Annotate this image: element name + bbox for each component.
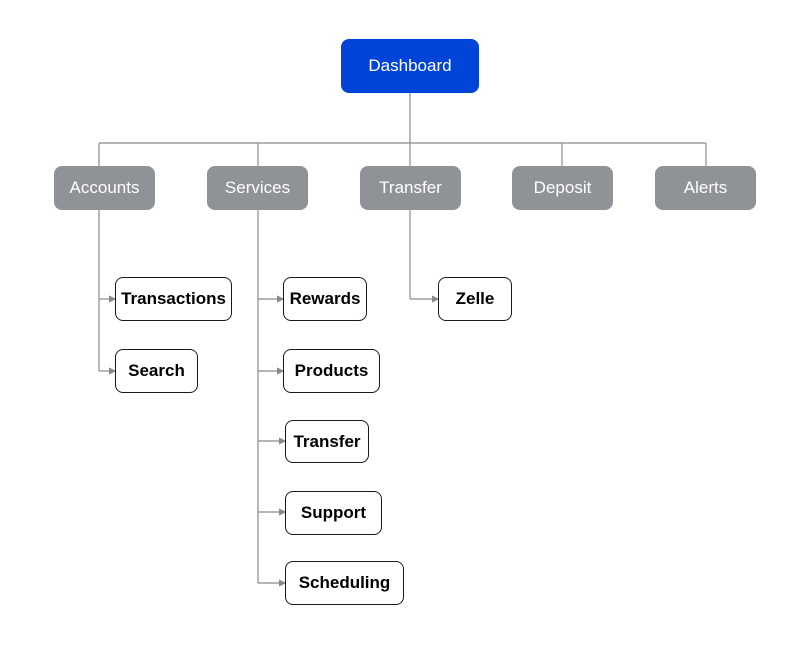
node-scheduling[interactable]: Scheduling	[285, 561, 404, 605]
node-zelle-label: Zelle	[455, 289, 495, 308]
node-services-label: Services	[224, 178, 291, 197]
node-support-label: Support	[300, 503, 367, 522]
node-alerts[interactable]: Alerts	[655, 166, 756, 210]
node-transactions-label: Transactions	[121, 289, 226, 308]
node-transfer[interactable]: Transfer	[360, 166, 461, 210]
node-rewards-label: Rewards	[289, 289, 361, 308]
node-support[interactable]: Support	[285, 491, 382, 535]
node-search-label: Search	[128, 361, 185, 380]
node-products-label: Products	[294, 361, 369, 380]
node-search[interactable]: Search	[115, 349, 198, 393]
node-services[interactable]: Services	[207, 166, 308, 210]
node-products[interactable]: Products	[283, 349, 380, 393]
node-accounts-label: Accounts	[69, 178, 140, 197]
node-rewards[interactable]: Rewards	[283, 277, 367, 321]
node-alerts-label: Alerts	[683, 178, 728, 197]
node-scheduling-label: Scheduling	[298, 573, 391, 592]
node-transfer-leaf-label: Transfer	[293, 431, 361, 451]
node-transactions[interactable]: Transactions	[115, 277, 232, 321]
node-dashboard-label: Dashboard	[368, 56, 452, 75]
node-transfer-label: Transfer	[379, 178, 442, 197]
node-deposit-label: Deposit	[533, 178, 592, 197]
node-zelle[interactable]: Zelle	[438, 277, 512, 321]
node-accounts[interactable]: Accounts	[54, 166, 155, 210]
node-transfer-leaf[interactable]: Transfer	[285, 420, 369, 463]
node-dashboard[interactable]: Dashboard	[341, 39, 479, 93]
node-deposit[interactable]: Deposit	[512, 166, 613, 210]
